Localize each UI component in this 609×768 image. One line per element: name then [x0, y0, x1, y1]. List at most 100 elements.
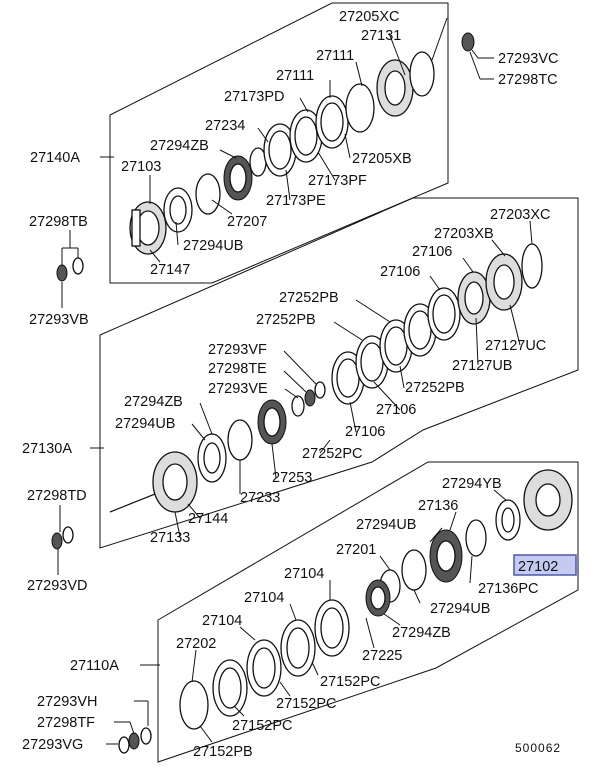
label-27104-c[interactable]: 27104: [202, 613, 242, 629]
label-27253[interactable]: 27253: [272, 470, 312, 486]
label-27298td[interactable]: 27298TD: [27, 488, 87, 504]
label-27252pc[interactable]: 27252PC: [302, 446, 362, 462]
label-27294zb-a[interactable]: 27294ZB: [150, 138, 209, 154]
label-27205xb[interactable]: 27205XB: [352, 151, 412, 167]
part-27102-housing[interactable]: [523, 469, 573, 531]
label-27205xc[interactable]: 27205XC: [339, 9, 399, 25]
label-27293ve[interactable]: 27293VE: [208, 381, 268, 397]
label-27202[interactable]: 27202: [176, 636, 216, 652]
part-27104-discs[interactable]: [212, 599, 350, 717]
part-27225-bearing[interactable]: [365, 579, 391, 617]
part-27111-disc[interactable]: [315, 95, 349, 149]
part-27233-hub[interactable]: [227, 419, 253, 461]
label-27103[interactable]: 27103: [121, 159, 161, 175]
label-27298te[interactable]: 27298TE: [208, 361, 267, 377]
label-27294ub-d[interactable]: 27294UB: [430, 601, 490, 617]
part-27106-discs[interactable]: [331, 287, 461, 405]
label-27225[interactable]: 27225: [362, 648, 402, 664]
part-labels: 27205XC 27131 27293VC 27298TC 27111 2711…: [22, 9, 561, 760]
part-27253-gear[interactable]: [257, 399, 287, 445]
label-27106-c[interactable]: 27106: [376, 402, 416, 418]
part-27205xb-snapring[interactable]: [345, 83, 375, 133]
assembly-box-27140a: [109, 2, 449, 284]
label-27298tc[interactable]: 27298TC: [498, 72, 558, 88]
leader-lines: [57, 17, 533, 745]
part-27136pc-seal[interactable]: [495, 499, 521, 541]
part-27294ub-bearing[interactable]: [197, 433, 227, 483]
label-27130a[interactable]: 27130A: [22, 441, 72, 457]
label-27136[interactable]: 27136: [418, 498, 458, 514]
label-27252pb-b[interactable]: 27252PB: [256, 312, 316, 328]
label-27294ub-a[interactable]: 27294UB: [183, 238, 243, 254]
label-27293vb[interactable]: 27293VB: [29, 312, 89, 328]
part-27294zb-bearing[interactable]: [223, 155, 253, 201]
label-27106-d[interactable]: 27106: [345, 424, 385, 440]
part-27294yb-ring[interactable]: [465, 519, 487, 557]
label-27152pc-a[interactable]: 27152PC: [320, 674, 380, 690]
part-27293vg-washer[interactable]: [118, 727, 152, 754]
label-27252pb-a[interactable]: 27252PB: [279, 290, 339, 306]
label-27294zb-b[interactable]: 27294ZB: [124, 394, 183, 410]
label-27252pb-c[interactable]: 27252PB: [405, 380, 465, 396]
label-27293vd[interactable]: 27293VD: [27, 578, 87, 594]
label-27104-b[interactable]: 27104: [244, 590, 284, 606]
label-27102[interactable]: 27102: [518, 559, 558, 575]
label-27152pb[interactable]: 27152PB: [193, 744, 253, 760]
label-27298tf[interactable]: 27298TF: [37, 715, 95, 731]
label-27133[interactable]: 27133: [150, 530, 190, 546]
part-27127ub-retainer[interactable]: [457, 271, 491, 325]
label-27106-a[interactable]: 27106: [412, 244, 452, 260]
part-27127uc-hub[interactable]: [485, 253, 523, 311]
part-27202-snapring[interactable]: [179, 680, 209, 730]
catalog-code: 500062: [515, 741, 561, 755]
label-27106-b[interactable]: 27106: [380, 264, 420, 280]
part-27133-shaft[interactable]: [109, 491, 161, 513]
label-27173pe[interactable]: 27173PE: [266, 193, 326, 209]
part-27207-piston[interactable]: [195, 173, 221, 215]
label-27111-a[interactable]: 27111: [316, 48, 354, 64]
part-27205xc-snapring[interactable]: [409, 51, 435, 97]
label-27203xb[interactable]: 27203XB: [434, 226, 494, 242]
part-27103-seal[interactable]: [163, 187, 193, 233]
part-27293vb-washer[interactable]: [56, 257, 84, 282]
label-27111-b[interactable]: 27111: [276, 68, 314, 84]
assembly-box-27110a: [157, 461, 579, 763]
label-27173pd[interactable]: 27173PD: [224, 89, 284, 105]
label-27233[interactable]: 27233: [240, 490, 280, 506]
label-27136pc[interactable]: 27136PC: [478, 581, 538, 597]
label-27110a[interactable]: 27110A: [70, 658, 119, 674]
label-27203xc[interactable]: 27203XC: [490, 207, 550, 223]
label-27104-a[interactable]: 27104: [284, 566, 324, 582]
label-27298tb[interactable]: 27298TB: [29, 214, 88, 230]
label-27127uc[interactable]: 27127UC: [485, 338, 546, 354]
label-27293vh[interactable]: 27293VH: [37, 694, 97, 710]
label-27131[interactable]: 27131: [361, 28, 401, 44]
label-27293vc[interactable]: 27293VC: [498, 51, 558, 67]
label-27152pc-c[interactable]: 27152PC: [232, 718, 292, 734]
part-27147-drum[interactable]: [129, 201, 167, 255]
label-27293vg[interactable]: 27293VG: [22, 737, 83, 753]
label-27293vf[interactable]: 27293VF: [208, 342, 267, 358]
part-27293vd-washer[interactable]: [51, 526, 74, 550]
part-27144-drum[interactable]: [152, 451, 198, 513]
label-27140a[interactable]: 27140A: [30, 150, 80, 166]
label-27173pf[interactable]: 27173PF: [308, 173, 367, 189]
label-27207[interactable]: 27207: [227, 214, 267, 230]
label-27294zb-c[interactable]: 27294ZB: [392, 625, 451, 641]
label-27294yb[interactable]: 27294YB: [442, 476, 502, 492]
label-27234[interactable]: 27234: [205, 118, 245, 134]
label-27152pc-b[interactable]: 27152PC: [276, 696, 336, 712]
label-27144[interactable]: 27144: [188, 511, 228, 527]
label-27294ub-c[interactable]: 27294UB: [356, 517, 416, 533]
part-27203xc-snapring[interactable]: [521, 243, 543, 289]
part-27131-retainer[interactable]: [376, 59, 414, 117]
label-27201[interactable]: 27201: [336, 542, 376, 558]
label-27294ub-b[interactable]: 27294UB: [115, 416, 175, 432]
label-27147[interactable]: 27147: [150, 262, 190, 278]
part-27136-gear[interactable]: [429, 529, 463, 583]
part-27294ub-ring[interactable]: [401, 549, 427, 591]
part-27293vc-washer[interactable]: [461, 32, 475, 52]
label-27127ub[interactable]: 27127UB: [452, 358, 512, 374]
part-27293ve-washer[interactable]: [291, 381, 326, 417]
